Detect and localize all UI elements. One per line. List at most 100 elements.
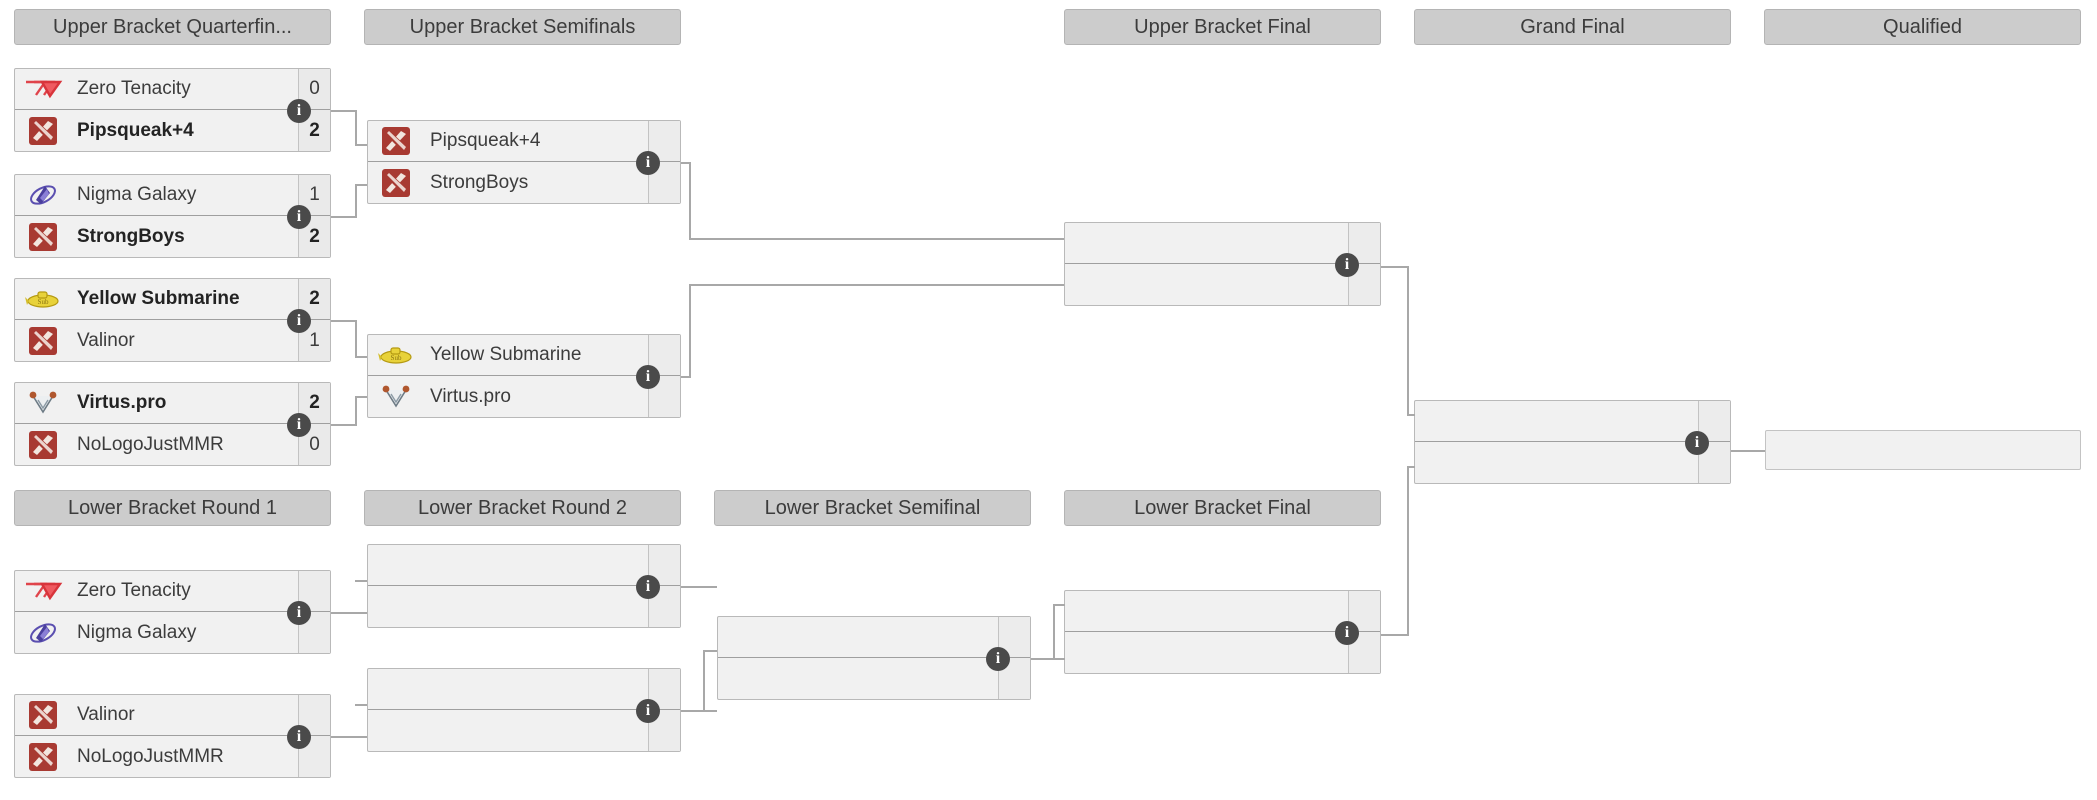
- match-lb-r1-2[interactable]: Valinor NoLogoJustMMR i: [14, 694, 331, 778]
- round-header-lower-final[interactable]: Lower Bracket Final: [1064, 490, 1381, 526]
- match-row-top[interactable]: [368, 669, 680, 710]
- team-name: NoLogoJustMMR: [77, 745, 224, 767]
- connector: [681, 162, 691, 164]
- round-header-label: Lower Bracket Final: [1134, 496, 1311, 519]
- round-header-lower-round-1[interactable]: Lower Bracket Round 1: [14, 490, 331, 526]
- match-ub-final[interactable]: i: [1064, 222, 1381, 306]
- match-lb-r2-2[interactable]: i: [367, 668, 681, 752]
- match-row-top[interactable]: [1065, 223, 1380, 264]
- info-icon[interactable]: i: [636, 575, 660, 599]
- match-lb-r1-1[interactable]: Zero Tenacity Nigma Galaxy i: [14, 570, 331, 654]
- match-row-bottom[interactable]: NoLogoJustMMR: [15, 736, 330, 777]
- yellow-submarine-logo: Sub: [374, 340, 418, 370]
- round-header-upper-quarterfinals[interactable]: Upper Bracket Quarterfin...: [14, 9, 331, 45]
- match-row-bottom[interactable]: [368, 586, 680, 627]
- match-ub-qf-1[interactable]: Zero Tenacity 0 Pipsqueak+4 2 i: [14, 68, 331, 152]
- qualified-slot[interactable]: [1765, 430, 2081, 470]
- match-row-top[interactable]: [1415, 401, 1730, 442]
- virtus-pro-logo: [21, 388, 65, 418]
- match-row-bottom[interactable]: [718, 658, 1030, 699]
- connector: [355, 184, 357, 218]
- round-header-upper-final[interactable]: Upper Bracket Final: [1064, 9, 1381, 45]
- connector: [355, 320, 357, 358]
- match-ub-qf-2[interactable]: Nigma Galaxy 1 StrongBoys 2 i: [14, 174, 331, 258]
- connector: [681, 376, 691, 378]
- info-icon[interactable]: i: [1335, 621, 1359, 645]
- connector: [689, 284, 1064, 286]
- match-row-top[interactable]: Zero Tenacity: [15, 571, 330, 612]
- match-row-top[interactable]: Sub Yellow Submarine 2: [15, 279, 330, 320]
- match-row-bottom[interactable]: Valinor 1: [15, 320, 330, 361]
- team-name: Zero Tenacity: [77, 580, 191, 601]
- connector: [689, 162, 691, 240]
- info-icon[interactable]: i: [1685, 431, 1709, 455]
- info-icon[interactable]: i: [287, 601, 311, 625]
- match-ub-sf-2[interactable]: Sub Yellow Submarine Virtus.pro i: [367, 334, 681, 418]
- info-icon[interactable]: i: [287, 99, 311, 123]
- round-header-label: Lower Bracket Round 1: [67, 496, 277, 519]
- match-row-top[interactable]: [718, 617, 1030, 658]
- match-row-top[interactable]: Pipsqueak+4: [368, 121, 680, 162]
- info-icon[interactable]: i: [636, 151, 660, 175]
- round-header-lower-semifinal[interactable]: Lower Bracket Semifinal: [714, 490, 1031, 526]
- match-row-bottom[interactable]: [368, 710, 680, 751]
- connector: [1381, 266, 1409, 268]
- team-name: Zero Tenacity: [77, 78, 191, 99]
- connector: [703, 650, 705, 710]
- connector: [1407, 466, 1409, 636]
- yellow-submarine-logo: Sub: [21, 284, 65, 314]
- match-ub-qf-4[interactable]: Virtus.pro 2 NoLogoJustMMR 0 i: [14, 382, 331, 466]
- round-header-label: Upper Bracket Final: [1134, 15, 1311, 38]
- team-name: Virtus.pro: [430, 385, 511, 407]
- connector: [1381, 634, 1409, 636]
- match-row-bottom[interactable]: StrongBoys: [368, 162, 680, 203]
- round-header-upper-semifinals[interactable]: Upper Bracket Semifinals: [364, 9, 681, 45]
- virtus-pro-logo: [374, 382, 418, 412]
- match-lb-r2-1[interactable]: i: [367, 544, 681, 628]
- match-row-top[interactable]: Valinor: [15, 695, 330, 736]
- match-ub-qf-3[interactable]: Sub Yellow Submarine 2 Valinor 1 i: [14, 278, 331, 362]
- dota-default-logo: [21, 222, 65, 252]
- match-row-top[interactable]: [1065, 591, 1380, 632]
- team-name: Pipsqueak+4: [77, 119, 194, 141]
- nigma-galaxy-logo: [21, 618, 65, 648]
- info-icon[interactable]: i: [1335, 253, 1359, 277]
- match-row-top[interactable]: Nigma Galaxy 1: [15, 175, 330, 216]
- match-row-top[interactable]: [368, 545, 680, 586]
- info-icon[interactable]: i: [636, 365, 660, 389]
- connector: [1407, 414, 1415, 416]
- round-header-qualified[interactable]: Qualified: [1764, 9, 2081, 45]
- match-row-bottom[interactable]: StrongBoys 2: [15, 216, 330, 257]
- team-name: Valinor: [77, 329, 135, 351]
- match-row-bottom[interactable]: Virtus.pro: [368, 376, 680, 417]
- connector: [1031, 658, 1065, 660]
- match-row-bottom[interactable]: Pipsqueak+4 2: [15, 110, 330, 151]
- match-row-top[interactable]: Virtus.pro 2: [15, 383, 330, 424]
- round-header-lower-round-2[interactable]: Lower Bracket Round 2: [364, 490, 681, 526]
- connector: [689, 284, 691, 378]
- info-icon[interactable]: i: [287, 413, 311, 437]
- team-score: [1348, 223, 1380, 263]
- info-icon[interactable]: i: [636, 699, 660, 723]
- round-header-grand-final[interactable]: Grand Final: [1414, 9, 1731, 45]
- connector: [1053, 604, 1055, 660]
- connector: [1731, 450, 1765, 452]
- match-row-top[interactable]: Sub Yellow Submarine: [368, 335, 680, 376]
- match-row-bottom[interactable]: [1065, 264, 1380, 305]
- info-icon[interactable]: i: [986, 647, 1010, 671]
- match-ub-sf-1[interactable]: Pipsqueak+4 StrongBoys i: [367, 120, 681, 204]
- match-row-bottom[interactable]: NoLogoJustMMR 0: [15, 424, 330, 465]
- match-lb-semifinal[interactable]: i: [717, 616, 1031, 700]
- match-row-top[interactable]: Zero Tenacity 0: [15, 69, 330, 110]
- connector: [331, 216, 357, 218]
- info-icon[interactable]: i: [287, 725, 311, 749]
- match-lb-final[interactable]: i: [1064, 590, 1381, 674]
- info-icon[interactable]: i: [287, 309, 311, 333]
- team-name: Nigma Galaxy: [77, 621, 197, 643]
- match-grand-final[interactable]: i: [1414, 400, 1731, 484]
- match-row-bottom[interactable]: Nigma Galaxy: [15, 612, 330, 653]
- info-icon[interactable]: i: [287, 205, 311, 229]
- match-row-bottom[interactable]: [1415, 442, 1730, 483]
- match-row-bottom[interactable]: [1065, 632, 1380, 673]
- connector: [355, 356, 367, 358]
